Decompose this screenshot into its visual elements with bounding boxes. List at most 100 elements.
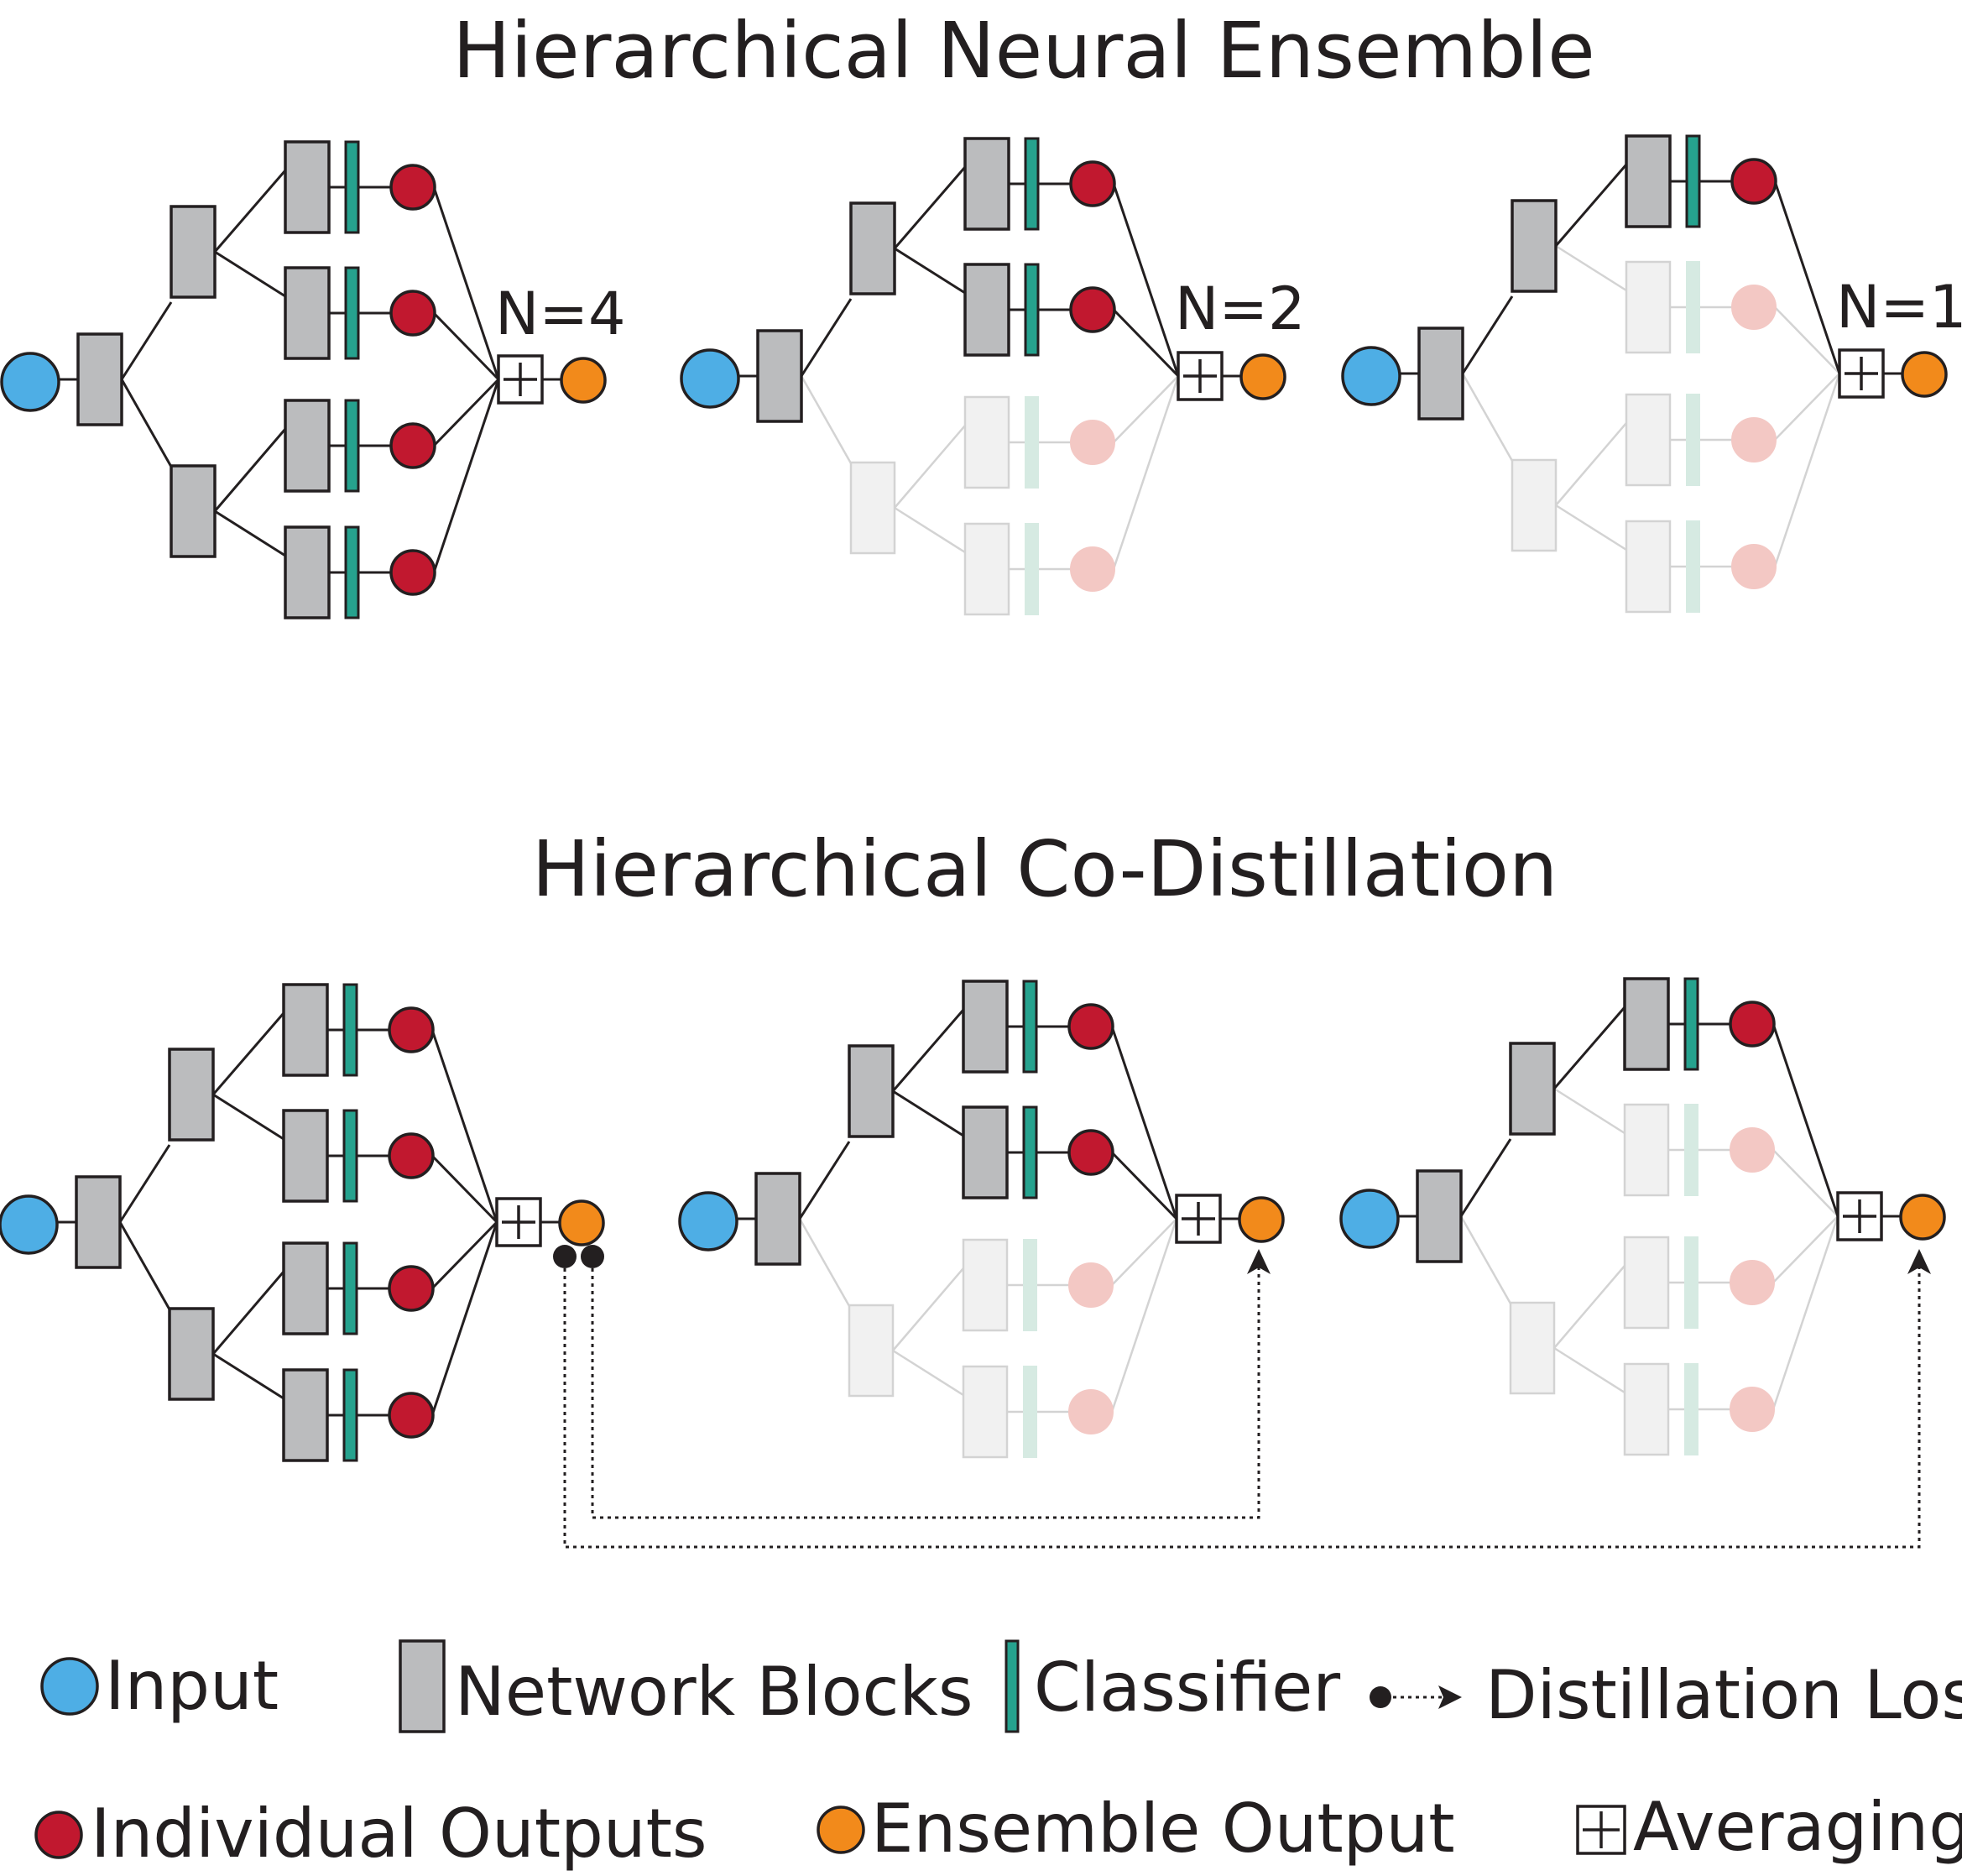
bottom-n4-branch-block-2 (168, 1307, 215, 1401)
title-hierarchical-neural-ensemble: Hierarchical Neural Ensemble (452, 6, 1594, 96)
bottom-n1-leaf-block-1 (1623, 977, 1670, 1071)
bottom-n4-classifier-4 (342, 1368, 358, 1462)
top-n2-individual-output-3 (1070, 420, 1115, 465)
top-n1-classifier-1 (1685, 134, 1701, 228)
top-n1-classifier-2 (1686, 261, 1700, 353)
top-n1-leaf-block-2 (1625, 260, 1672, 354)
bottom-n1-classifier-3 (1684, 1236, 1698, 1329)
bottom-n4-individual-output-2 (388, 1132, 435, 1179)
bottom-n4-connector-13 (430, 1221, 498, 1416)
top-n1-branch-block-2 (1511, 458, 1558, 552)
bottom-n4-connector-7 (430, 1154, 498, 1224)
bottom-n4-connector-4 (430, 1029, 498, 1223)
bottom-n1-connector-11 (1552, 1006, 1626, 1090)
top-n4-connector-2 (213, 170, 287, 253)
top-n4-root-block (76, 332, 123, 426)
top-n4-classifier-3 (344, 399, 360, 493)
bottom-n2-connector-3 (1111, 1218, 1177, 1286)
distillation-source-dot-1 (553, 1245, 577, 1268)
bottom-n1-connector-7 (1553, 1346, 1625, 1394)
bottom-n4-connector-10 (430, 1220, 498, 1290)
top-n2-connector-8 (893, 166, 967, 249)
bottom-n2-connector-11 (892, 1090, 964, 1137)
bottom-n4-ensemble-output (558, 1199, 605, 1246)
top-n1-ensemble-output (1901, 351, 1948, 398)
bottom-n4-branch-block-1 (168, 1048, 215, 1142)
top-n4-connector-4 (432, 186, 500, 380)
bottom-n2-individual-output-3 (1068, 1262, 1114, 1308)
legend-classifier-label: Classifier (1034, 1649, 1340, 1727)
distillation-arrowhead-n2 (1247, 1249, 1271, 1274)
top-n4-individual-output-1 (389, 164, 436, 211)
bottom-n4-individual-output-3 (388, 1265, 435, 1312)
top-n4-leaf-block-4 (284, 525, 331, 619)
ensemble-size-label-n4: N=4 (495, 280, 626, 348)
top-n4-individual-output-3 (389, 422, 436, 469)
distillation-path-to-n2 (591, 1257, 1260, 1519)
top-n4-connector-1 (120, 379, 173, 468)
top-n1-connector-11 (1554, 164, 1628, 247)
bottom-n2-individual-output-1 (1067, 1003, 1114, 1050)
bottom-n2-classifier-4 (1023, 1366, 1037, 1458)
bottom-n1-individual-output-4 (1730, 1387, 1775, 1432)
top-n2-connector-3 (1113, 375, 1179, 443)
bottom-n1-branch-block-2 (1509, 1301, 1556, 1395)
ensemble-size-label-n1: N=1 (1836, 273, 1962, 342)
bottom-n2-connector-6 (1110, 1218, 1178, 1413)
top-n2-branch-block-2 (849, 461, 896, 555)
top-n4-connector-8 (213, 428, 287, 512)
top-n4-branch-block-1 (170, 205, 217, 299)
bottom-n2-classifier-2 (1022, 1105, 1038, 1199)
bottom-n4-connector-1 (118, 1221, 171, 1310)
bottom-n1-input (1339, 1189, 1400, 1249)
bottom-n1-connector-4 (1553, 1265, 1625, 1349)
top-n4-connector-10 (432, 378, 500, 447)
bottom-n2-connector-0 (798, 1218, 851, 1307)
bottom-n2-individual-output-4 (1068, 1389, 1114, 1434)
bottom-n1-classifier-4 (1684, 1363, 1698, 1455)
top-n1-connector-10 (1461, 295, 1514, 374)
top-n4-leaf-block-3 (284, 399, 331, 493)
top-n2-branch-block-1 (849, 201, 896, 295)
top-n2-connector-13 (1112, 308, 1180, 378)
bottom-n1-leaf-block-4 (1623, 1362, 1670, 1456)
top-n1-leaf-block-1 (1625, 134, 1672, 228)
bottom-n1-individual-output-2 (1730, 1127, 1775, 1173)
bottom-n1-ensemble-output (1899, 1194, 1946, 1241)
bottom-n1-connector-9 (1772, 1215, 1839, 1410)
bottom-n1-leaf-block-3 (1623, 1236, 1670, 1330)
bottom-n2-ensemble-output (1238, 1196, 1285, 1243)
top-n1-connector-4 (1555, 422, 1627, 506)
legend-classifier-swatch (1004, 1639, 1020, 1733)
top-n4-individual-output-4 (389, 549, 436, 596)
bottom-n4-classifier-3 (342, 1241, 358, 1335)
bottom-n4-connector-0 (118, 1144, 171, 1223)
bottom-n1-connector-3 (1772, 1149, 1839, 1217)
top-n1-connector-13 (1773, 180, 1841, 374)
ensemble-size-label-n2: N=2 (1175, 274, 1306, 343)
bottom-n1-connector-10 (1459, 1138, 1512, 1217)
bottom-n4-connector-11 (212, 1352, 284, 1400)
top-n1-connector-9 (1773, 373, 1841, 567)
bottom-n2-connector-8 (891, 1009, 965, 1092)
distillation-loss-paths (553, 1245, 1931, 1549)
top-n1-individual-output-1 (1730, 158, 1777, 205)
bottom-n2-individual-output-2 (1067, 1129, 1114, 1176)
bottom-n2-leaf-block-4 (962, 1365, 1009, 1459)
top-n2-connector-6 (1112, 375, 1180, 570)
top-n1-leaf-block-3 (1625, 393, 1672, 487)
bottom-n2-leaf-block-1 (962, 980, 1009, 1074)
legend-individual-outputs-label: Individual Outputs (91, 1795, 707, 1873)
legend-distillation-loss-label: Distillation Loss (1485, 1656, 1962, 1734)
top-n4-branch-block-2 (170, 464, 217, 558)
bottom-n4-root-block (75, 1175, 122, 1269)
top-n4-ensemble-output (560, 357, 607, 404)
bottom-n1-leaf-block-2 (1623, 1103, 1670, 1197)
legend-input-swatch (40, 1657, 99, 1716)
bottom-n2-root-block (754, 1172, 801, 1266)
top-n1-input (1341, 346, 1401, 406)
bottom-n2-branch-block-2 (848, 1304, 895, 1398)
legend-distillation-dot (1370, 1686, 1391, 1708)
top-n4-connector-5 (214, 250, 286, 298)
